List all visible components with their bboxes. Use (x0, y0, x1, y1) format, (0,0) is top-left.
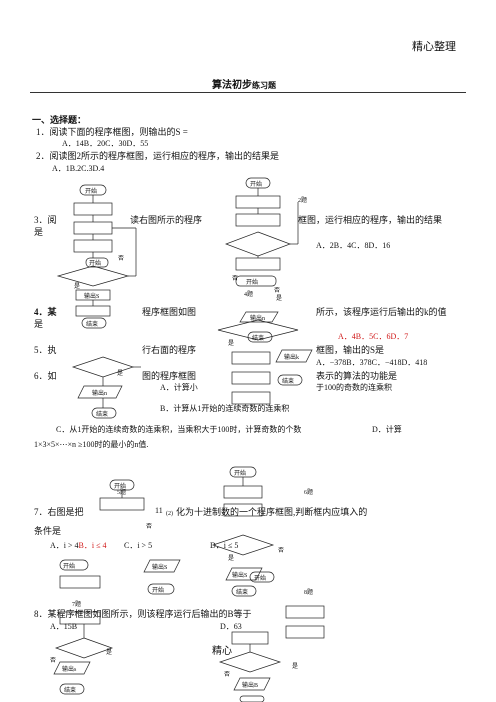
q3-options: A．2B．4C．8D．16 (316, 241, 391, 250)
q5-options-text: A．−378B．378C．−418D．418 (316, 358, 428, 367)
fd-fig7: 7题 (72, 601, 81, 608)
fa-start2-label: 开始 (89, 259, 101, 267)
q5-part3: 框图，输出的S是 (316, 345, 385, 355)
fd-start3: 开始 (63, 562, 75, 570)
fc-output: 输出n (250, 314, 265, 322)
q4-part4: 是 (34, 319, 44, 329)
q6-optD: D．计算 (372, 425, 402, 434)
fb-end: 结束 (96, 410, 108, 418)
fc-end: 结束 (252, 334, 264, 342)
q4-part1: 4．某 (34, 307, 57, 317)
q6-optD-cont: 1×3×5×⋯×n ≥100时的最小的n值. (34, 440, 149, 449)
q7-optA-text: A．i > 4 (50, 541, 79, 550)
section-heading: 一、选择题： (32, 115, 87, 125)
q5-part2: 行右面的程序 (142, 345, 197, 355)
flowchart-c: 开始 2题 否 开始 4题 是 否 输出n 结束 是 输出k 结束 (217, 177, 313, 405)
fc-yes2: 是 (228, 340, 234, 347)
fc-output-k: 输出k (284, 353, 299, 361)
q1-options: A．14B．20C．30D．55 (62, 139, 149, 148)
q6-part1: 6．如 (34, 371, 57, 381)
fd-no: 否 (146, 523, 152, 530)
fd-yes: 是 (106, 649, 112, 656)
q7-stem-a: 7．右图是把 (34, 507, 84, 517)
flowchart-a: 开始 开始 否 是 输出S 结束 (56, 184, 137, 329)
fe-no2: 否 (224, 671, 230, 678)
q5-options: A．−378B．378C．−418D．418 (316, 358, 427, 368)
q6-optB: B．计算从1开始的连续奇数的连乘积 (160, 404, 290, 413)
q6-optA-cont: 于100的奇数的连乘积 (316, 383, 392, 392)
q1-stem: 1．阅读下面的程序框图，则输出的S = (36, 127, 188, 137)
q7-optB-text: B．i ≤ 4 (78, 541, 107, 550)
title-main: 算法初步 (212, 80, 252, 91)
q5-part1: 5．执 (34, 345, 57, 355)
flowchart-d: 开始 5题 否 输出S 开始 开始 7题 否 是 输出s 结束 (50, 479, 181, 695)
fe-output: 输出S (232, 571, 247, 579)
q4-part2: 程序框图如图 (142, 307, 197, 317)
q8-stem: 8．某程序框图如图所示，则该程序运行后输出的B等于 (34, 609, 252, 619)
fe-yes: 是 (228, 555, 234, 562)
fa-end: 结束 (86, 320, 98, 328)
fe-no: 否 (278, 547, 284, 554)
fe-fig6: 6题 (304, 489, 313, 496)
fd-no2: 否 (50, 657, 56, 664)
header-rule (30, 92, 466, 93)
fa-yes: 是 (74, 283, 80, 290)
fe-output-b: 输出B (242, 681, 258, 689)
q4-options: A．4B．5C．6D．7 (338, 332, 409, 341)
fe-start2: 开始 (254, 574, 266, 582)
fd-output2: 输出s (62, 665, 77, 673)
fa-no: 否 (118, 255, 124, 262)
q7-optA: A．i > 4B．i ≤ 4 (50, 541, 106, 551)
fc-start2: 开始 (246, 278, 258, 286)
footer-brand: 精心 (212, 646, 232, 657)
q3-part1: 3．阅 (34, 215, 57, 225)
q3-part2: 读右图所示的程序 (130, 215, 203, 225)
fc-fig4: 4题 (244, 291, 253, 298)
q6-optA: A．计算小 (160, 383, 198, 392)
title-sub: 练习题 (252, 81, 276, 90)
q7-stem-b: 化为十进制数的一个程序框图,判断框内应填入的 (176, 507, 368, 517)
fc-no2: 否 (274, 287, 280, 294)
fc-start: 开始 (250, 180, 262, 188)
fd-output: 输出S (152, 563, 167, 571)
q2-stem: 2．阅读图2所示的程序框图，运行相应的程序，输出的结果是 (36, 151, 280, 161)
q2-options: A．1B.2C.3D.4 (52, 164, 105, 173)
header-brand: 精心整理 (412, 41, 456, 53)
fe-start: 开始 (234, 469, 246, 477)
q4-part3: 所示，该程序运行后输出的k的值 (316, 307, 447, 317)
q7-stem-c: 条件是 (34, 526, 62, 536)
q7-optD: D．i ≤ 5 (210, 541, 239, 550)
fe-end: 结束 (236, 588, 248, 596)
fb-yes: 是 (117, 370, 123, 377)
q8-optD: D．63 (220, 622, 242, 631)
flowchart-b: 是 输出n 结束 (71, 356, 141, 419)
fd-start: 开始 (114, 482, 126, 490)
q6-part2: 图的程序框图 (142, 371, 197, 381)
fc-end2: 结束 (282, 377, 294, 385)
q7-stem-base: (2) (166, 511, 173, 517)
fa-start-label: 开始 (85, 187, 97, 195)
fe-yes2: 是 (292, 663, 298, 670)
fa-output: 输出S (84, 292, 99, 300)
q3-part4: 是 (34, 227, 44, 237)
page-title: 算法初步练习题 (212, 76, 276, 91)
flowchart-e: 开始 6题 否 是 输出S 开始 结束 8题 是 否 输出B (211, 466, 325, 702)
q7-stem-num: 11 (155, 506, 163, 515)
q3-part3: 框图，运行相应的程序，输出的结果 (298, 215, 443, 225)
fd-end: 结束 (64, 686, 76, 694)
fd-fig5: 5题 (117, 489, 126, 496)
q6-part3: 表示的算法的功能是 (316, 371, 398, 381)
fc-fig2: 2题 (298, 197, 307, 204)
fd-start2: 开始 (152, 586, 164, 594)
fc-no: 否 (232, 275, 238, 282)
q8-optA: A．15B (50, 622, 78, 631)
q7-optC: C．i > 5 (124, 541, 153, 550)
fe-fig8: 8题 (304, 589, 313, 596)
fc-yes: 是 (276, 295, 282, 302)
q6-optC: C．从1开始的连续奇数的连乘积，当乘积大于100时，计算奇数的个数 (56, 425, 302, 434)
fb-output: 输出n (92, 389, 107, 397)
